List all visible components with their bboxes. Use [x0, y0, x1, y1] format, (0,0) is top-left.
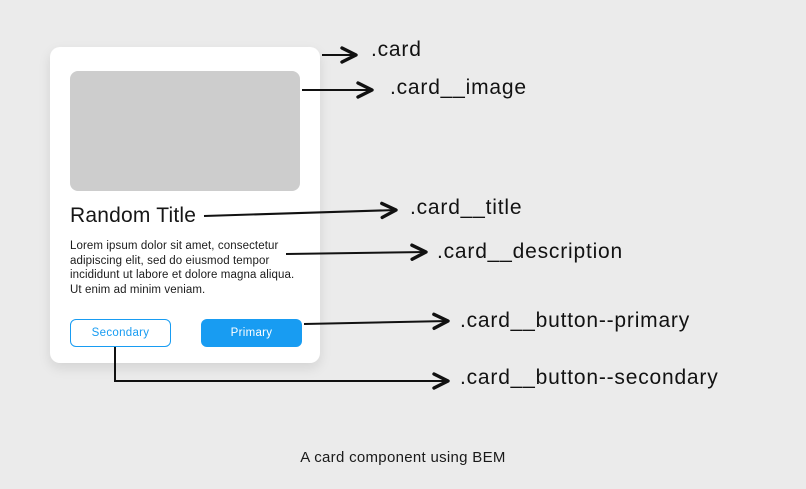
card-title: Random Title — [70, 204, 197, 227]
secondary-button[interactable]: Secondary — [70, 319, 171, 347]
bem-label-card-button-secondary: .card__button--secondary — [460, 366, 719, 389]
diagram-caption: A card component using BEM — [300, 449, 506, 466]
card-image-placeholder — [70, 71, 300, 191]
bem-label-card-title: .card__title — [410, 196, 523, 219]
card-button-row: Secondary Primary — [70, 319, 302, 347]
card: Random Title Lorem ipsum dolor sit amet,… — [50, 47, 320, 363]
bem-label-card-image: .card__image — [390, 76, 527, 99]
primary-button[interactable]: Primary — [201, 319, 302, 347]
card-description: Lorem ipsum dolor sit amet, consectetur … — [70, 240, 295, 296]
bem-label-card-description: .card__description — [437, 240, 623, 263]
arrow-card-button-primary — [303, 312, 450, 330]
bem-label-card-button-primary: .card__button--primary — [460, 309, 691, 332]
bem-label-card: .card — [371, 38, 422, 61]
